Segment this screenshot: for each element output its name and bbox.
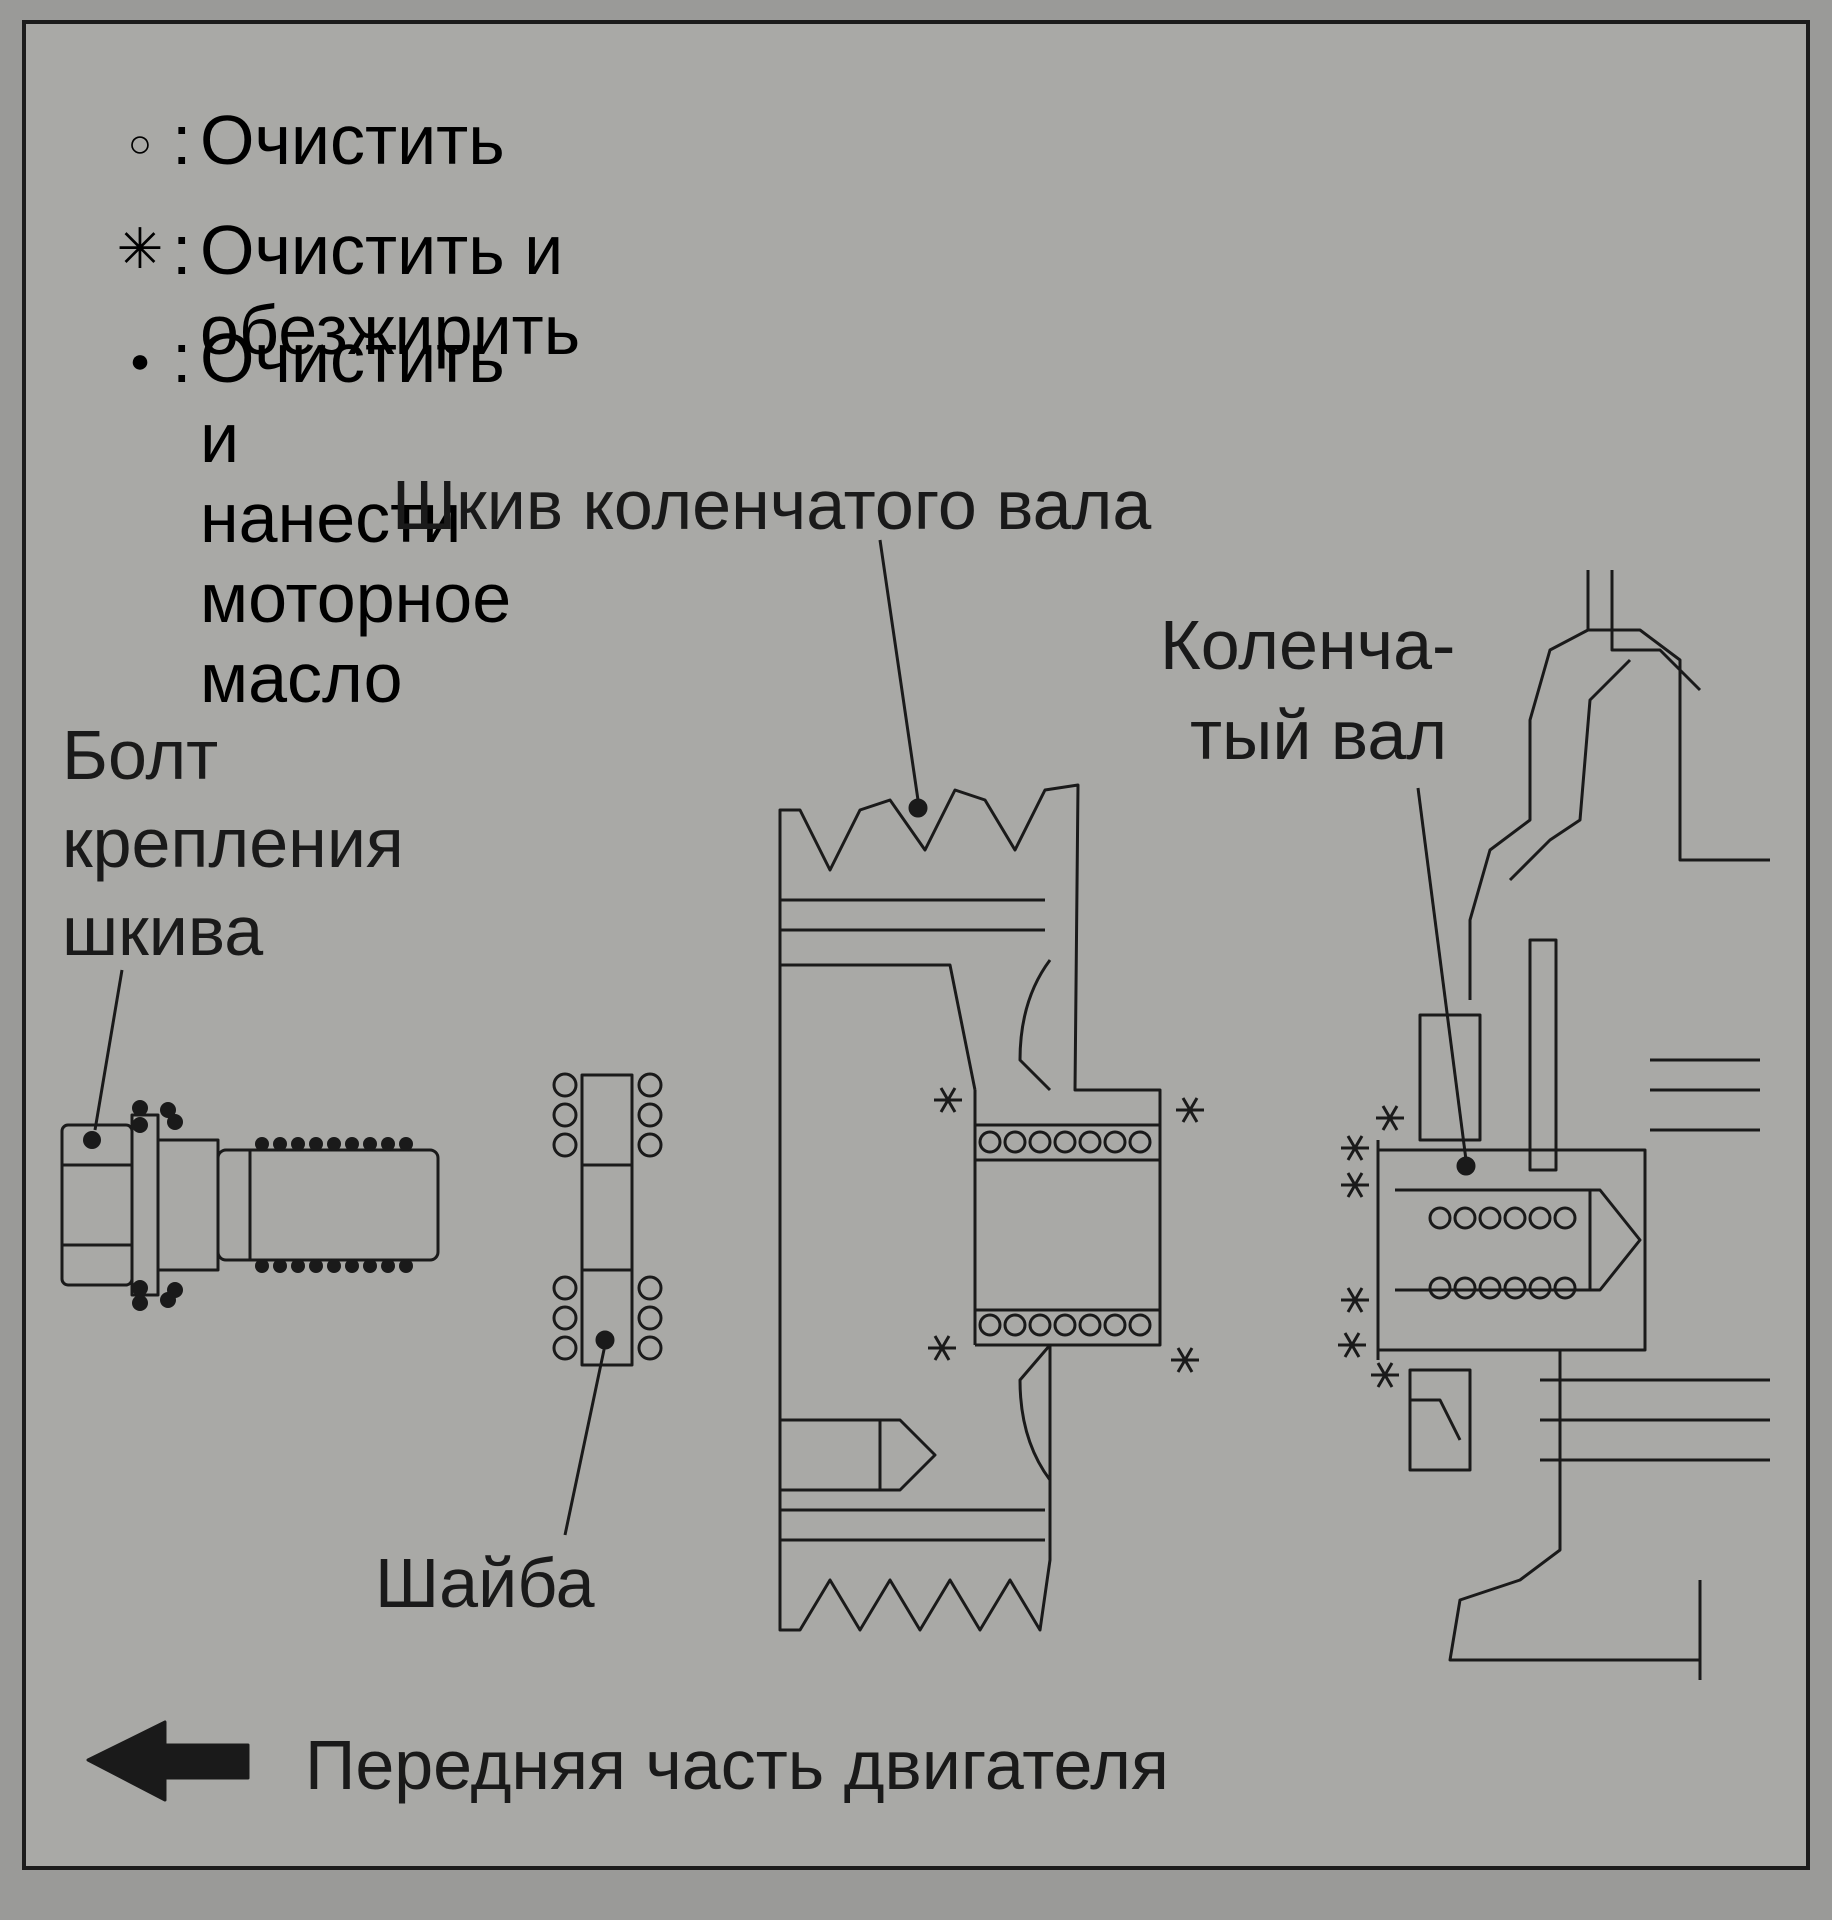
crankshaft-pulley — [778, 539, 1162, 1632]
legend-label: Очистить — [200, 101, 505, 179]
bolt-label-line3: шкива — [62, 892, 264, 970]
asterisk-icon: ✳ — [116, 217, 164, 280]
crankshaft-degrease-marks — [1338, 1105, 1404, 1388]
engine-front-label: Передняя часть двигателя — [305, 1726, 1169, 1804]
washer — [552, 1072, 663, 1536]
pulley-label: Шкив коленчатого вала — [392, 466, 1152, 544]
crankshaft-assembly — [1376, 570, 1770, 1680]
legend-colon: : — [172, 211, 192, 289]
filled-dot-icon: ● — [129, 342, 151, 380]
open-circle-icon: ○ — [127, 122, 153, 166]
bolt-label-line2: крепления — [62, 804, 404, 882]
diagram-frame — [22, 20, 1810, 1870]
crankshaft-label-line1: Коленча- — [1160, 606, 1456, 684]
legend-label: Очистить и нанести моторное масло — [200, 319, 512, 717]
pulley-degrease-marks — [928, 1087, 1204, 1373]
bolt-oil-dots — [83, 1100, 413, 1311]
legend-label: Очистить и обезжирить — [200, 211, 581, 369]
legend-colon: : — [172, 319, 192, 397]
washer-label: Шайба — [375, 1544, 595, 1622]
bolt-label-line1: Болт — [62, 716, 219, 794]
legend-colon: : — [172, 101, 192, 179]
pulley-bolt — [60, 969, 440, 1311]
crankshaft-label-line2: тый вал — [1190, 696, 1448, 774]
left-arrow-icon — [86, 1720, 250, 1802]
